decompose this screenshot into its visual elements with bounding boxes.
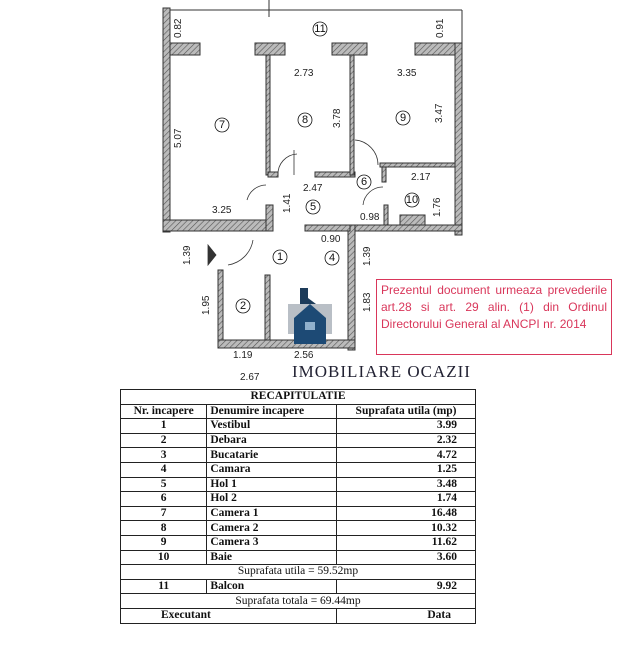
date-label: Data: [336, 607, 476, 624]
dim-label: 3.78: [332, 108, 343, 128]
table-title: RECAPITULATIE: [120, 389, 476, 405]
table-row: 11 Balcon 9.92: [119, 578, 476, 595]
room-area: 1.74: [336, 491, 476, 507]
room-4-label: 4: [329, 252, 335, 264]
room-area: 3.48: [336, 476, 476, 493]
room-name: Baie: [206, 549, 338, 566]
room-name: Camera 1: [206, 505, 338, 522]
dim-label: 1.83: [362, 292, 373, 312]
room-area: 2.32: [336, 432, 476, 449]
dim-label: 3.25: [212, 205, 232, 216]
dim-label: 2.47: [303, 183, 323, 194]
dim-label: 0.98: [360, 212, 380, 223]
balcony-outline: [170, 0, 463, 45]
room-name: Vestibul: [206, 418, 338, 434]
room-nr: 3: [119, 447, 208, 463]
room-area: 9.92: [336, 578, 476, 595]
dim-label: 0.82: [173, 18, 184, 38]
dim-label: 1.95: [201, 295, 212, 315]
house-logo-icon: [288, 288, 332, 344]
room-nr: 11: [119, 578, 208, 595]
room-name: Bucatarie: [206, 447, 338, 463]
dim-label: 2.73: [294, 68, 314, 79]
room-area: 11.62: [336, 534, 476, 551]
dim-label: 0.91: [435, 18, 446, 38]
room-area: 4.72: [336, 447, 476, 463]
column-header: Denumire incapere: [206, 403, 338, 420]
room-7-label: 7: [219, 119, 225, 131]
dim-label: 3.47: [434, 103, 445, 123]
room-8-label: 8: [302, 114, 308, 126]
room-nr: 10: [119, 549, 208, 566]
room-11-label: 11: [314, 23, 325, 35]
room-area: 3.99: [336, 418, 476, 434]
room-name: Camara: [206, 461, 338, 478]
room-area: 1.25: [336, 461, 476, 478]
dim-label: 1.19: [233, 350, 253, 361]
dimension-labels: 0.82 0.91 2.73 3.35 5.07 3.78 3.47 2.47 …: [173, 18, 446, 383]
room-nr: 1: [119, 418, 208, 434]
dim-label: 2.17: [411, 172, 431, 183]
room-2-label: 2: [240, 300, 246, 312]
room-nr: 8: [119, 520, 208, 536]
room-name: Hol 2: [206, 491, 338, 507]
dim-label: 0.90: [321, 234, 341, 245]
executant-label: Executant: [119, 607, 338, 624]
dim-label: 1.39: [182, 245, 193, 265]
brand-watermark: IMOBILIARE OCAZII: [292, 362, 471, 381]
column-header: Suprafata utila (mp): [336, 403, 476, 420]
room-6-label: 6: [361, 176, 367, 188]
room-nr: 5: [119, 476, 208, 493]
room-nr: 9: [119, 534, 208, 551]
total-row: Suprafata totala = 69.44mp: [120, 593, 476, 609]
room-nr: 6: [119, 491, 208, 507]
column-header: Nr. incapere: [119, 403, 208, 420]
room-5-label: 5: [310, 201, 316, 213]
doors: [207, 139, 384, 267]
room-area: 16.48: [336, 505, 476, 522]
room-nr: 4: [119, 461, 208, 478]
dim-label: 1.76: [432, 197, 443, 217]
dim-label: 2.67: [240, 372, 260, 383]
floor-plan: 11 7 8 9 6 5 10 1 4 2 0.82 0.91 2.73 3.3…: [162, 0, 463, 383]
dim-label: 5.07: [173, 128, 184, 148]
walls: [162, 7, 463, 351]
room-name: Hol 1: [206, 476, 338, 493]
room-area: 3.60: [336, 549, 476, 566]
room-1-label: 1: [277, 251, 283, 263]
room-name: Camera 3: [206, 534, 338, 551]
room-nr: 7: [119, 505, 208, 522]
room-name: Balcon: [206, 578, 338, 595]
subtotal-row: Suprafata utila = 59.52mp: [120, 564, 476, 580]
room-numbers: [214, 21, 420, 314]
recap-table: RECAPITULATIE Nr. incapere Denumire inca…: [119, 389, 476, 624]
dim-label: 1.39: [362, 246, 373, 266]
dim-label: 2.56: [294, 350, 314, 361]
legal-stamp: Prezentul document urmeaza prevederile a…: [376, 279, 612, 355]
room-9-label: 9: [400, 112, 406, 124]
dim-label: 3.35: [397, 68, 417, 79]
room-name: Debara: [206, 432, 338, 449]
room-name: Camera 2: [206, 520, 338, 536]
room-nr: 2: [119, 432, 208, 449]
room-area: 10.32: [336, 520, 476, 536]
room-10-label: 10: [406, 194, 418, 206]
dim-label: 1.41: [282, 193, 293, 213]
